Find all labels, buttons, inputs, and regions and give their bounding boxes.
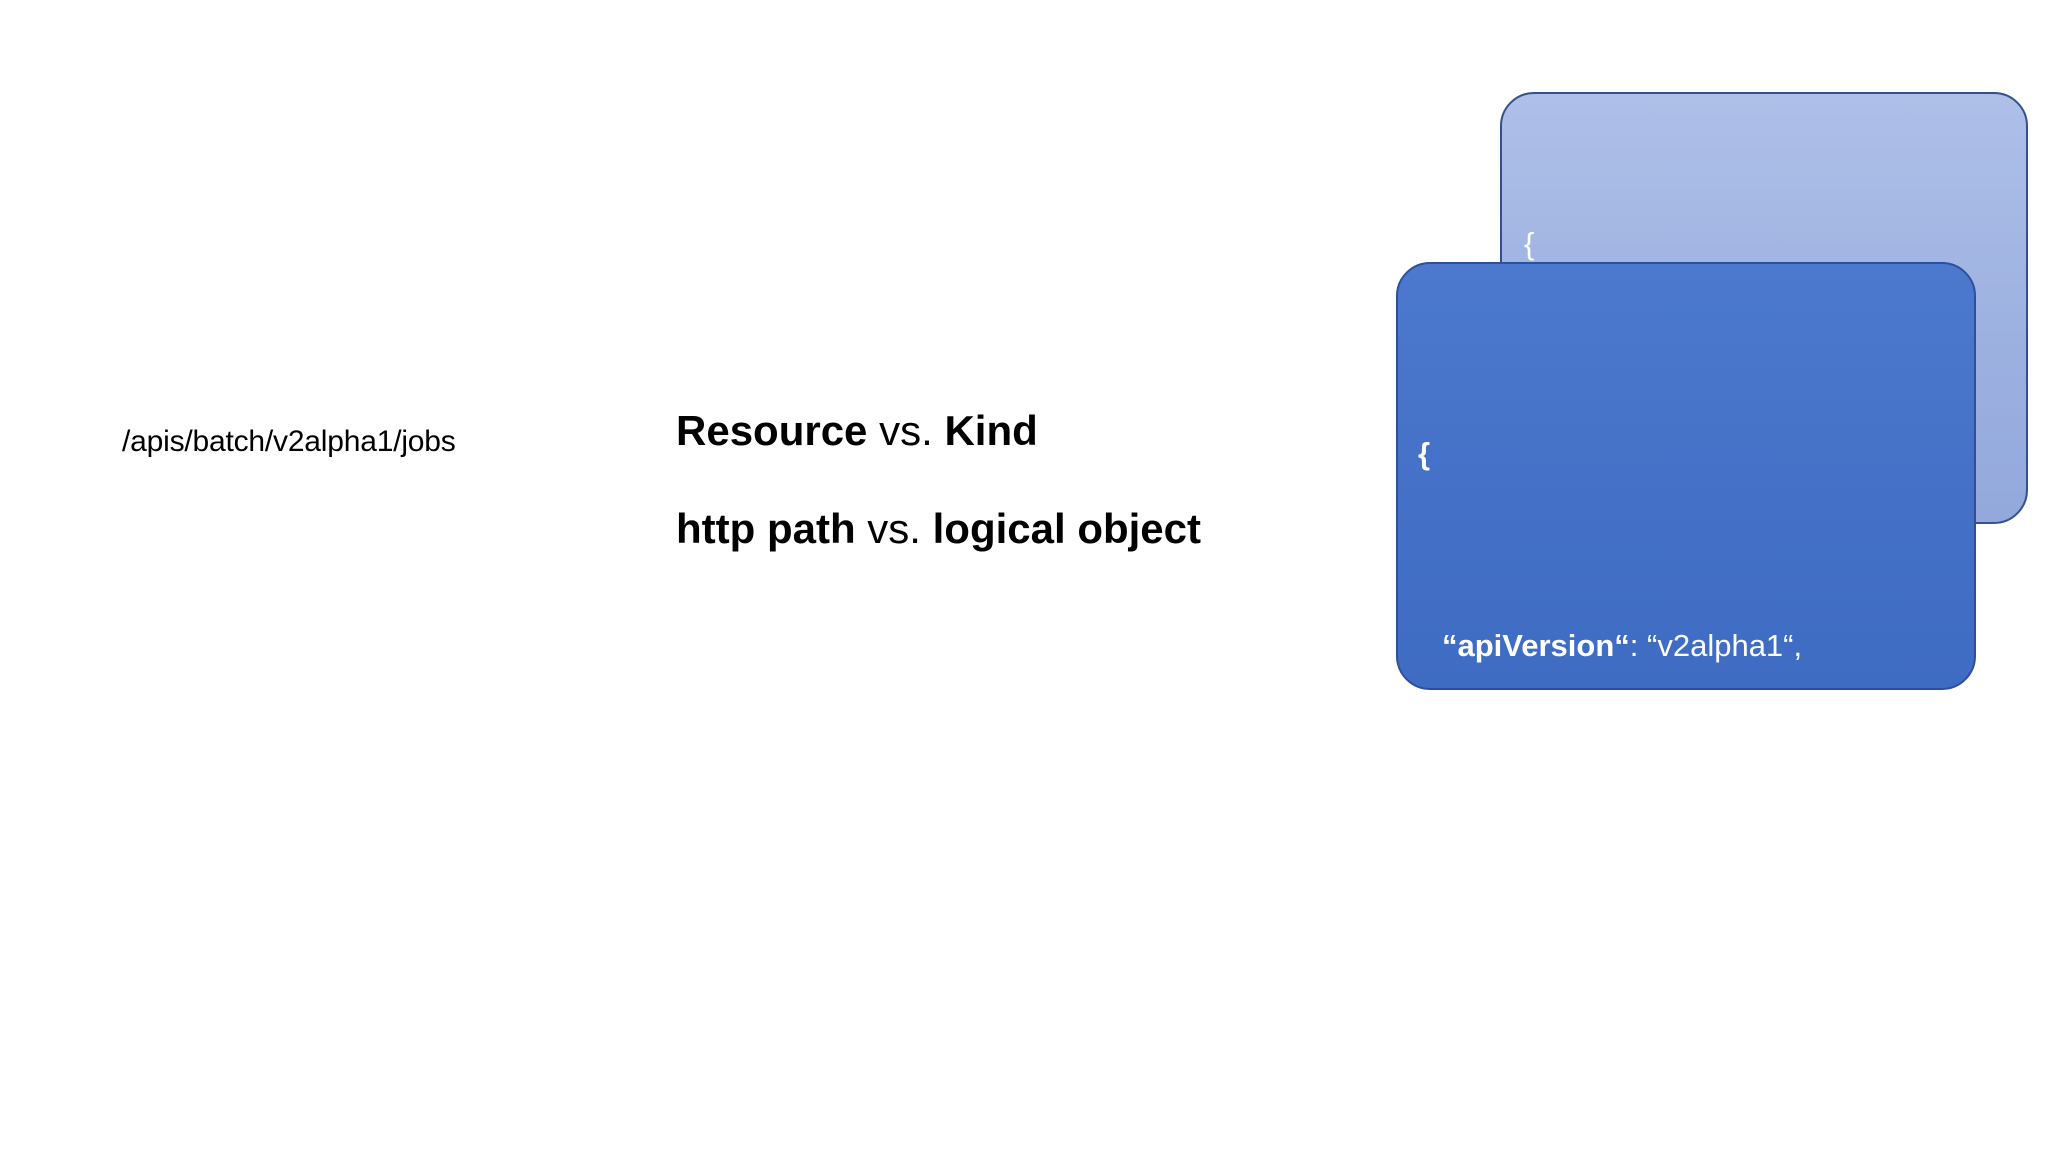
headline-1-term-right: Kind	[944, 407, 1038, 454]
back-card-line-open-brace: {	[1524, 226, 1535, 261]
front-card-kind-key: “kind“	[1442, 820, 1537, 855]
front-card-line-kind: “kind“: “Job“,	[1418, 814, 1974, 862]
job-json-card: { “apiVersion“: “v2alpha1“, “kind“: “Job…	[1396, 262, 1976, 1047]
headline-2-term-left: http path	[676, 505, 856, 552]
headline-2-connector: vs.	[855, 505, 933, 552]
front-card-kind-value: : “Job“,	[1536, 820, 1634, 855]
headline-1-connector: vs.	[867, 407, 945, 454]
front-card-apiversion-key: “apiVersion“	[1442, 628, 1630, 663]
front-card-metadata-value: : {	[1609, 1012, 1637, 1047]
headline-httppath-vs-logicalobject: http path vs. logical object	[676, 508, 1316, 550]
front-card-metadata-key: “metadata“	[1442, 1012, 1610, 1047]
headline-group: Resource vs. Kind http path vs. logical …	[676, 410, 1316, 550]
front-card-line-open-brace: {	[1418, 436, 1431, 471]
headline-resource-vs-kind: Resource vs. Kind	[676, 410, 1316, 452]
front-card-line-metadata: “metadata“: {	[1418, 1006, 1974, 1054]
headline-1-term-left: Resource	[676, 407, 868, 454]
front-card-apiversion-value: : “v2alpha1“,	[1629, 628, 1803, 663]
front-card-line-apiversion: “apiVersion“: “v2alpha1“,	[1418, 622, 1974, 670]
api-url-path-label: /apis/batch/v2alpha1/jobs	[122, 425, 456, 458]
headline-2-term-right: logical object	[932, 505, 1202, 552]
